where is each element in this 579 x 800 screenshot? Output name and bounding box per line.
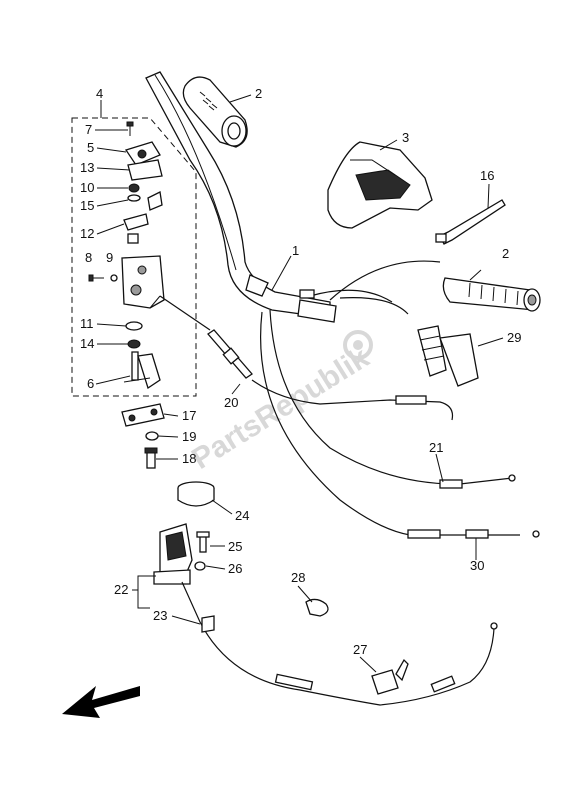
boot	[417, 325, 479, 387]
left-grip	[182, 76, 248, 148]
spring-9	[110, 274, 118, 282]
washer-19	[145, 431, 159, 441]
callout-28: 28	[291, 570, 305, 585]
screw-8	[88, 274, 104, 282]
callout-13: 13	[80, 160, 94, 175]
callout-4: 4	[96, 86, 103, 101]
watermark-logo	[343, 330, 373, 360]
callout-9: 9	[106, 250, 113, 265]
housing-13	[127, 159, 163, 181]
callout-8: 8	[85, 250, 92, 265]
callout-25: 25	[228, 539, 242, 554]
watermark-text: PartsRepublik	[186, 341, 375, 476]
collar-12	[127, 233, 139, 244]
callout-18: 18	[182, 451, 196, 466]
callout-1: 1	[292, 243, 299, 258]
callout-20: 20	[224, 395, 238, 410]
callout-12: 12	[80, 226, 94, 241]
nut-10	[128, 183, 140, 193]
callout-labels: 4 2 3 16 1 2 29 7 5 13 10 15 12 8 9 11 1…	[80, 86, 521, 657]
callout-22: 22	[114, 582, 128, 597]
ring-11	[125, 321, 143, 331]
switch-body	[121, 255, 165, 309]
callout-29: 29	[507, 330, 521, 345]
nut-26	[194, 561, 206, 571]
callout-24: 24	[235, 508, 249, 523]
callout-7: 7	[85, 122, 92, 137]
callout-19: 19	[182, 429, 196, 444]
callout-14: 14	[80, 336, 94, 351]
throttle-cable	[299, 260, 441, 315]
switch-assembly-group	[71, 117, 197, 397]
lever-6	[123, 351, 161, 390]
bolt-18	[144, 447, 158, 469]
screw-7	[126, 121, 134, 136]
cable-tie	[435, 199, 506, 245]
ring-24	[177, 481, 215, 507]
clip-28	[305, 598, 329, 617]
washer-15	[127, 194, 141, 202]
handlebar	[145, 71, 337, 323]
callout-2-right: 2	[502, 246, 509, 261]
callout-17: 17	[182, 408, 196, 423]
band-27	[371, 658, 409, 695]
bracket-15	[147, 191, 163, 211]
clamp-17	[121, 403, 165, 427]
right-grip	[442, 277, 541, 312]
plate-12	[123, 213, 149, 231]
callout-16: 16	[480, 168, 494, 183]
callout-23: 23	[153, 608, 167, 623]
callout-30: 30	[470, 558, 484, 573]
callout-27: 27	[353, 642, 367, 657]
watermark: PartsRepublik	[186, 341, 375, 476]
callout-21: 21	[429, 440, 443, 455]
callout-10: 10	[80, 180, 94, 195]
bolt-25	[196, 531, 210, 553]
handlebar-cover	[327, 141, 433, 229]
ring-14	[127, 339, 141, 349]
callout-11: 11	[80, 316, 94, 331]
callout-5: 5	[87, 140, 94, 155]
callout-3: 3	[402, 130, 409, 145]
cable-30	[260, 311, 540, 539]
callout-26: 26	[228, 561, 242, 576]
front-arrow-icon	[62, 686, 140, 718]
leader-lines	[95, 94, 504, 673]
cable-23	[181, 581, 498, 706]
cap-5	[124, 141, 161, 166]
brake-cable-21	[269, 309, 516, 489]
callout-15: 15	[80, 198, 94, 213]
callout-2-left: 2	[255, 86, 262, 101]
lever-assembly-22	[153, 523, 193, 585]
cable-20	[159, 295, 454, 421]
callout-6: 6	[87, 376, 94, 391]
